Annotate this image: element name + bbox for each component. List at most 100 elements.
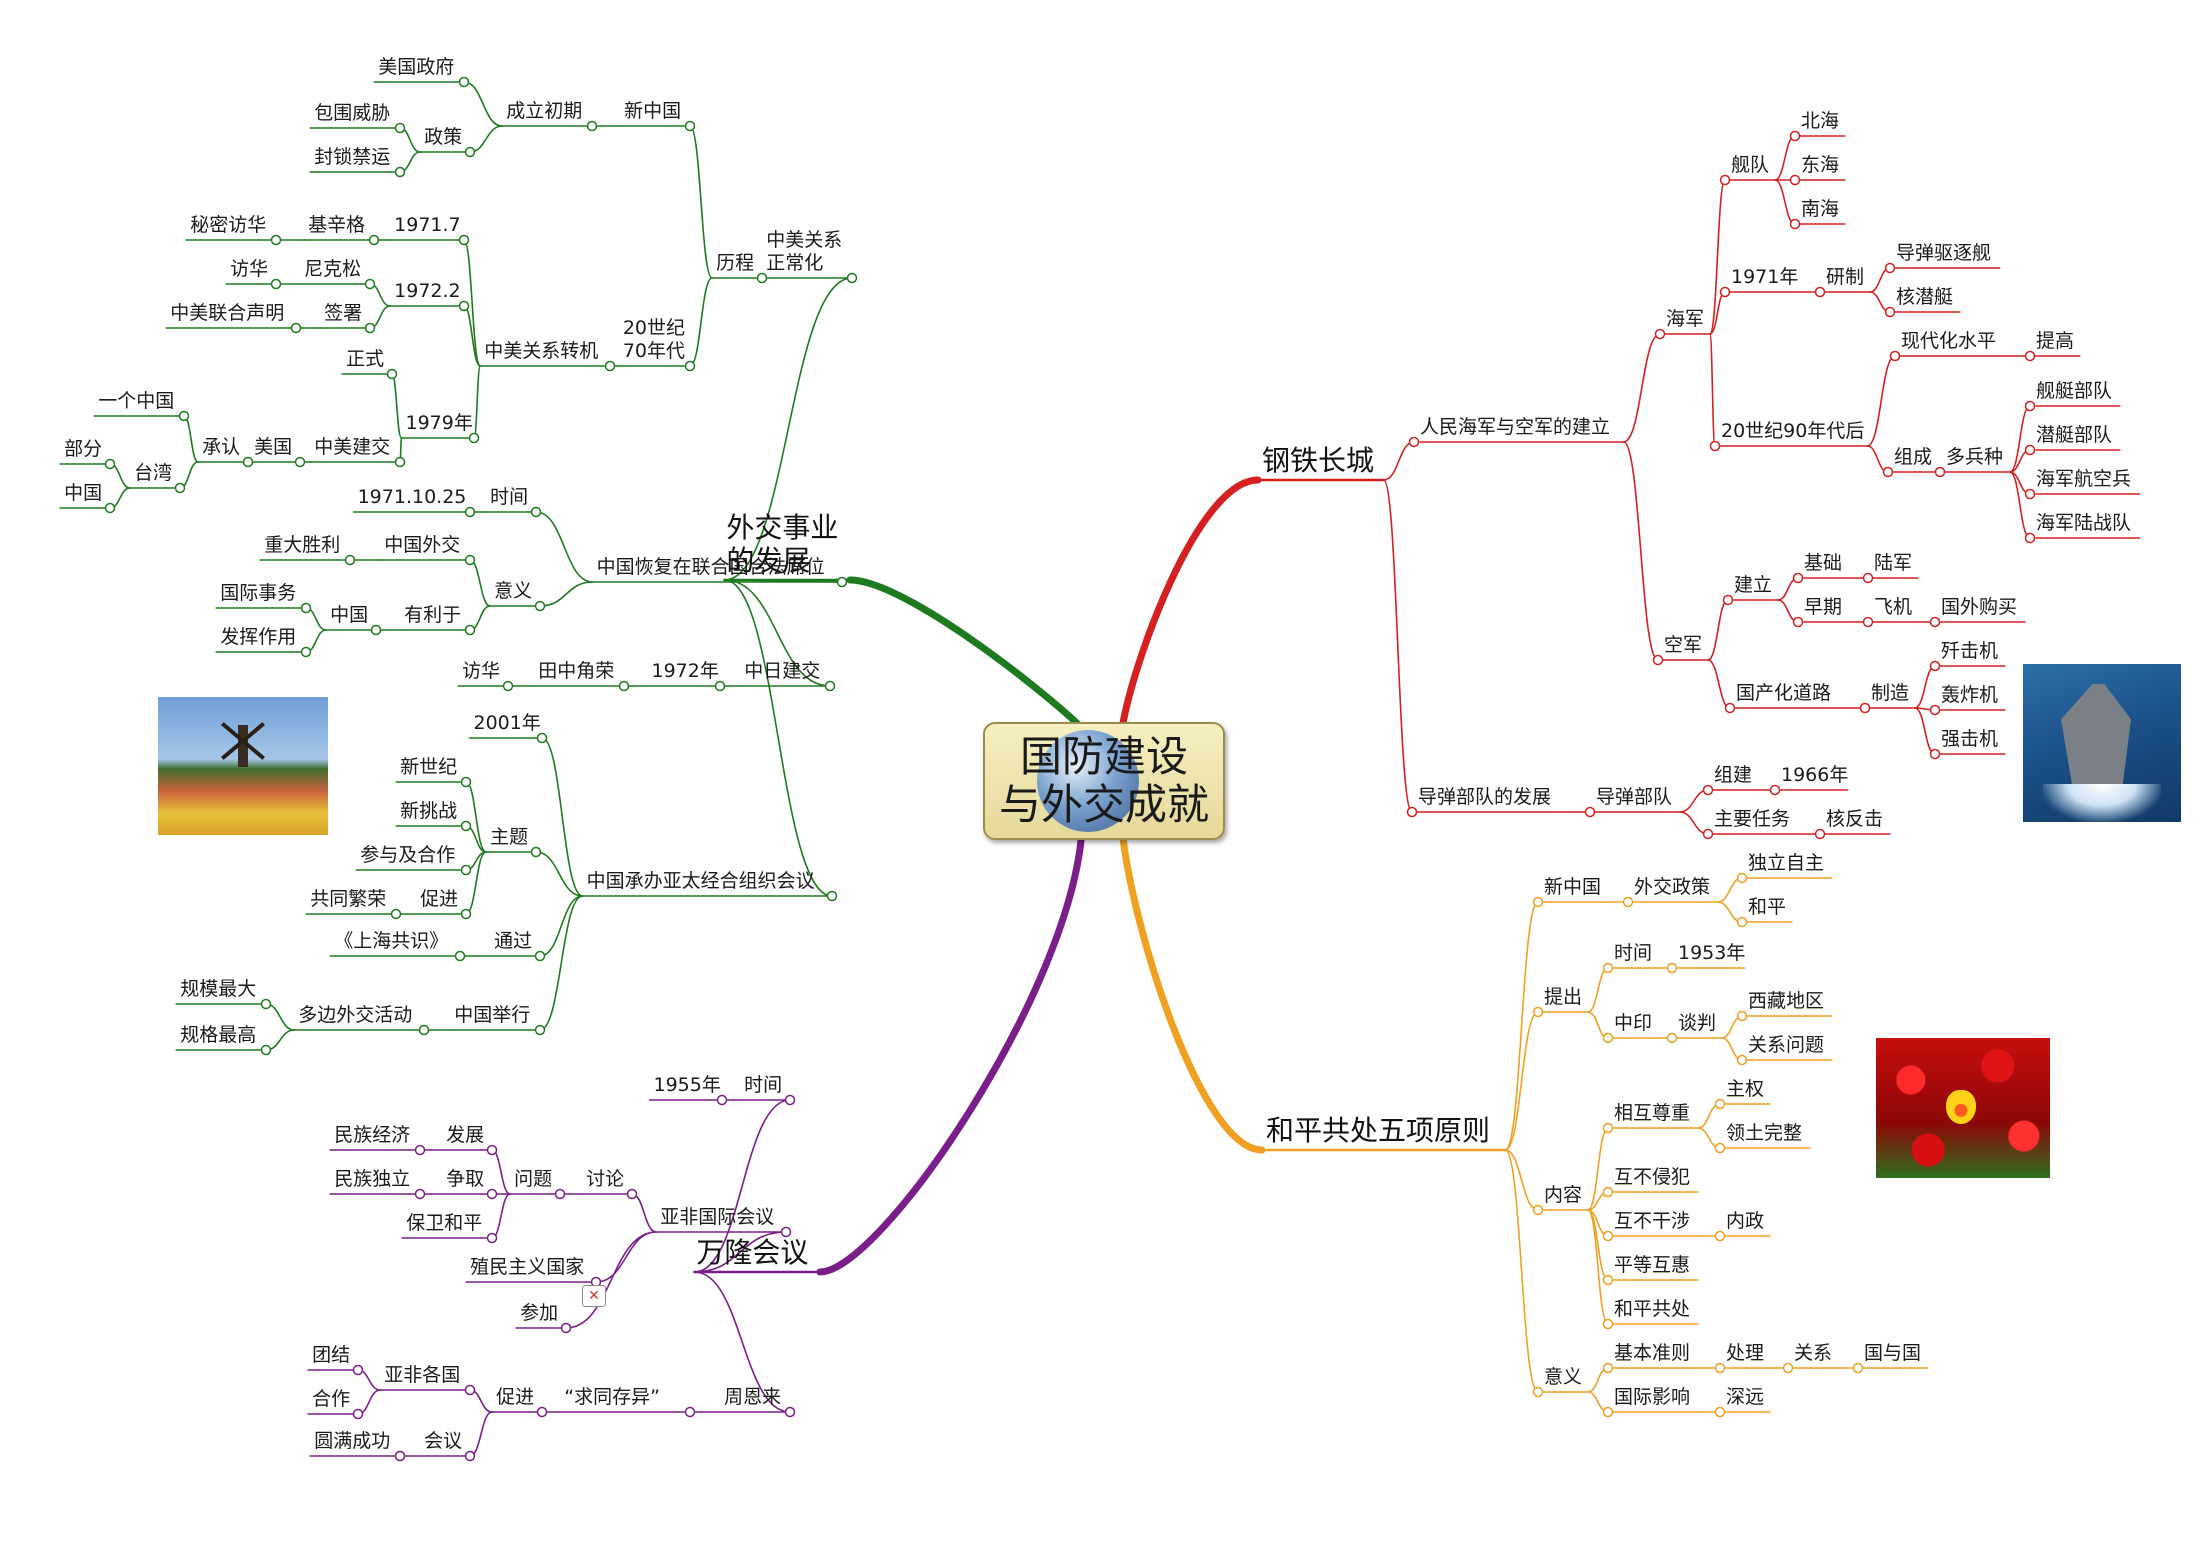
- node-sino-japan[interactable]: 中日建交: [744, 660, 821, 683]
- node-non-interference[interactable]: 互不干涉: [1614, 1210, 1691, 1233]
- node-un-seat[interactable]: 中国恢复在联合国合法席位: [596, 556, 825, 579]
- node-handle-turning[interactable]: [604, 360, 616, 372]
- node-handle-missile-destroyer[interactable]: [1884, 262, 1896, 274]
- node-handle-afro-asian-countries[interactable]: [464, 1384, 476, 1396]
- node-visit1[interactable]: 访华: [230, 258, 269, 281]
- node-missile-dev[interactable]: 导弹部队的发展: [1418, 786, 1552, 809]
- node-founding[interactable]: 成立初期: [506, 100, 583, 123]
- node-handle-cooperate[interactable]: [352, 1408, 364, 1420]
- node-beneficial[interactable]: 有利于: [404, 604, 462, 627]
- node-recognize[interactable]: 承认: [202, 436, 241, 459]
- node-handle-strive[interactable]: [486, 1188, 498, 1200]
- node-east-sea[interactable]: 东海: [1801, 154, 1840, 177]
- node-establish-us[interactable]: 中美建交: [314, 436, 391, 459]
- node-handle-develop1[interactable]: [1814, 286, 1826, 298]
- node-foreign-policy[interactable]: 外交政策: [1634, 876, 1711, 899]
- node-handle-basis[interactable]: [1792, 572, 1804, 584]
- node-multilateral[interactable]: 多边外交活动: [298, 1004, 413, 1027]
- node-handle-airforce[interactable]: [1652, 654, 1664, 666]
- node-handle-time3[interactable]: [1602, 962, 1614, 974]
- node-handle-china2[interactable]: [370, 624, 382, 636]
- node-seek-common[interactable]: “求同存异”: [564, 1386, 660, 1409]
- node-d1971n[interactable]: 1971年: [1731, 266, 1799, 289]
- node-handle-us-gov[interactable]: [458, 76, 470, 88]
- node-handle-china1[interactable]: [104, 502, 116, 514]
- node-shanghai-consensus[interactable]: 《上海共识》: [334, 930, 449, 953]
- node-import[interactable]: 国外购买: [1941, 596, 2018, 619]
- node-handle-d1971-10-25[interactable]: [464, 506, 476, 518]
- node-turning[interactable]: 中美关系转机: [484, 340, 599, 363]
- node-handle-intl-influence[interactable]: [1602, 1406, 1614, 1418]
- node-handle-usa[interactable]: [294, 456, 306, 468]
- node-handle-relations[interactable]: [1782, 1362, 1794, 1374]
- node-nuclear-counter[interactable]: 核反击: [1826, 808, 1884, 831]
- node-handle-missile-force[interactable]: [1584, 806, 1596, 818]
- node-handle-afro-asian[interactable]: [780, 1226, 792, 1238]
- node-handle-fighter[interactable]: [1929, 660, 1941, 672]
- node-issue[interactable]: 问题: [514, 1168, 553, 1191]
- node-equality[interactable]: 平等互惠: [1614, 1254, 1691, 1277]
- node-nineties[interactable]: 20世纪90年代后: [1721, 420, 1865, 443]
- node-unity[interactable]: 团结: [312, 1344, 351, 1367]
- node-handle-nuclear-sub[interactable]: [1884, 306, 1896, 318]
- node-handle-bomber[interactable]: [1929, 704, 1941, 716]
- node-handle-new-china2[interactable]: [1532, 896, 1544, 908]
- node-handle-sino-japan[interactable]: [824, 680, 836, 692]
- node-handle-zhou[interactable]: [784, 1406, 796, 1418]
- node-participate-coop[interactable]: 参与及合作: [360, 844, 456, 867]
- node-handle-state[interactable]: [1852, 1362, 1864, 1374]
- node-mutual-respect[interactable]: 相互尊重: [1614, 1102, 1691, 1125]
- node-policy[interactable]: 政策: [424, 126, 463, 149]
- node-colonial[interactable]: 殖民主义国家: [470, 1256, 585, 1279]
- node-d1966[interactable]: 1966年: [1781, 764, 1849, 787]
- node-d2001[interactable]: 2001年: [473, 712, 541, 735]
- node-play-role[interactable]: 发挥作用: [220, 626, 297, 649]
- node-manufacture[interactable]: 制造: [1871, 682, 1910, 705]
- node-relation-issue[interactable]: 关系问题: [1748, 1034, 1825, 1057]
- node-handle-build[interactable]: [1722, 594, 1734, 606]
- node-handle-success[interactable]: [394, 1450, 406, 1462]
- node-profound[interactable]: 深远: [1726, 1386, 1765, 1409]
- node-defend-peace[interactable]: 保卫和平: [406, 1212, 483, 1235]
- node-us-gov[interactable]: 美国政府: [378, 56, 455, 79]
- node-handle-discuss[interactable]: [626, 1188, 638, 1200]
- node-china-hold[interactable]: 中国举行: [454, 1004, 531, 1027]
- node-sino-us[interactable]: 中美关系 正常化: [766, 229, 843, 275]
- node-missile-force[interactable]: 导弹部队: [1596, 786, 1673, 809]
- node-handle-ship-force[interactable]: [2024, 400, 2036, 412]
- node-handle-attacker[interactable]: [1929, 748, 1941, 760]
- node-handle-recognize[interactable]: [242, 456, 254, 468]
- node-basis[interactable]: 基础: [1804, 552, 1843, 575]
- node-promote2[interactable]: 促进: [496, 1386, 535, 1409]
- node-handle-naval-aviation[interactable]: [2024, 488, 2036, 500]
- node-internal[interactable]: 内政: [1726, 1210, 1765, 1233]
- node-time1[interactable]: 时间: [490, 486, 529, 509]
- node-relations[interactable]: 关系: [1794, 1342, 1833, 1365]
- node-propose[interactable]: 提出: [1544, 986, 1583, 1009]
- node-handle-great-victory[interactable]: [344, 554, 356, 566]
- node-seventies[interactable]: 20世纪 70年代: [622, 317, 685, 363]
- node-china2[interactable]: 中国: [330, 604, 369, 627]
- node-handle-sovereignty[interactable]: [1714, 1098, 1726, 1110]
- node-handle-sino-india[interactable]: [1602, 1032, 1614, 1044]
- node-handle-profound[interactable]: [1714, 1406, 1726, 1418]
- node-intl-affairs[interactable]: 国际事务: [220, 582, 297, 605]
- node-adopt[interactable]: 通过: [494, 930, 533, 953]
- node-visit2[interactable]: 访华: [462, 660, 501, 683]
- node-handle-china-diplomacy[interactable]: [464, 554, 476, 566]
- node-handle-equality[interactable]: [1602, 1274, 1614, 1286]
- node-handle-d1979[interactable]: [468, 432, 480, 444]
- node-handle-part[interactable]: [104, 458, 116, 470]
- node-develop2[interactable]: 发展: [446, 1124, 485, 1147]
- node-ship-force[interactable]: 舰艇部队: [2036, 380, 2113, 403]
- node-handle-china-hold[interactable]: [534, 1024, 546, 1036]
- node-handle-d1955[interactable]: [716, 1094, 728, 1106]
- node-handle-embargo[interactable]: [394, 166, 406, 178]
- node-handle-early[interactable]: [1792, 616, 1804, 628]
- node-handle-national-indep[interactable]: [414, 1188, 426, 1200]
- node-largest-scale[interactable]: 规模最大: [180, 978, 257, 1001]
- node-attacker[interactable]: 强击机: [1941, 728, 1999, 751]
- node-handle-intl-affairs[interactable]: [300, 602, 312, 614]
- node-embargo[interactable]: 封锁禁运: [314, 146, 391, 169]
- node-handle-joint-statement[interactable]: [290, 322, 302, 334]
